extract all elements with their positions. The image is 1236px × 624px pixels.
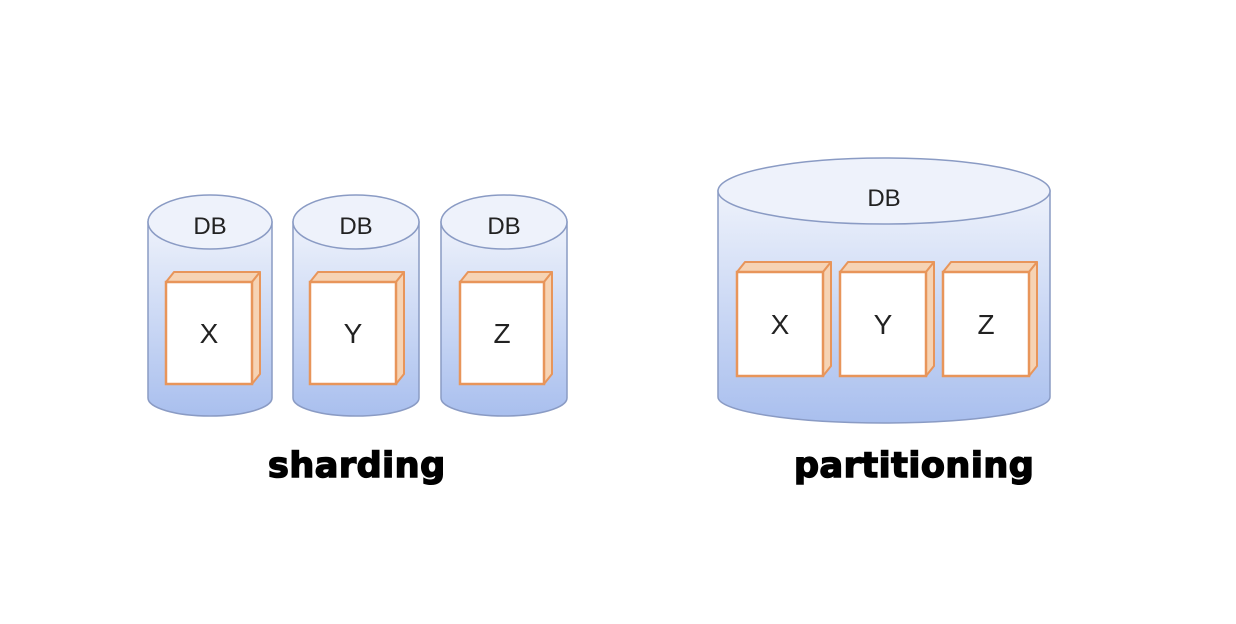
partition-box-z-label: Z: [977, 309, 994, 340]
shard-box-z: Z: [458, 271, 553, 386]
shard-box-z-label: Z: [493, 318, 510, 349]
shard-db-1-label: DB: [193, 213, 226, 240]
partition-box-z: Z: [941, 261, 1038, 378]
partition-box-y: Y: [838, 261, 935, 378]
shard-box-y-label: Y: [344, 318, 363, 349]
shard-db-3-label: DB: [487, 213, 520, 240]
shard-db-2: DB Y: [292, 194, 420, 417]
shard-box-x-label: X: [200, 318, 219, 349]
partition-box-x: X: [735, 261, 832, 378]
partition-box-x-label: X: [771, 309, 790, 340]
shard-box-x: X: [164, 271, 261, 386]
sharding-caption: sharding: [267, 445, 446, 487]
shard-db-2-label: DB: [339, 213, 372, 240]
partition-db: DB X Y Z: [717, 157, 1051, 424]
partitioning-caption: partitioning: [793, 445, 1035, 487]
shard-db-3: DB Z: [440, 194, 568, 417]
shard-db-1: DB X: [147, 194, 273, 417]
partition-db-label: DB: [867, 185, 900, 212]
shard-box-y: Y: [308, 271, 405, 386]
partition-box-y-label: Y: [874, 309, 893, 340]
